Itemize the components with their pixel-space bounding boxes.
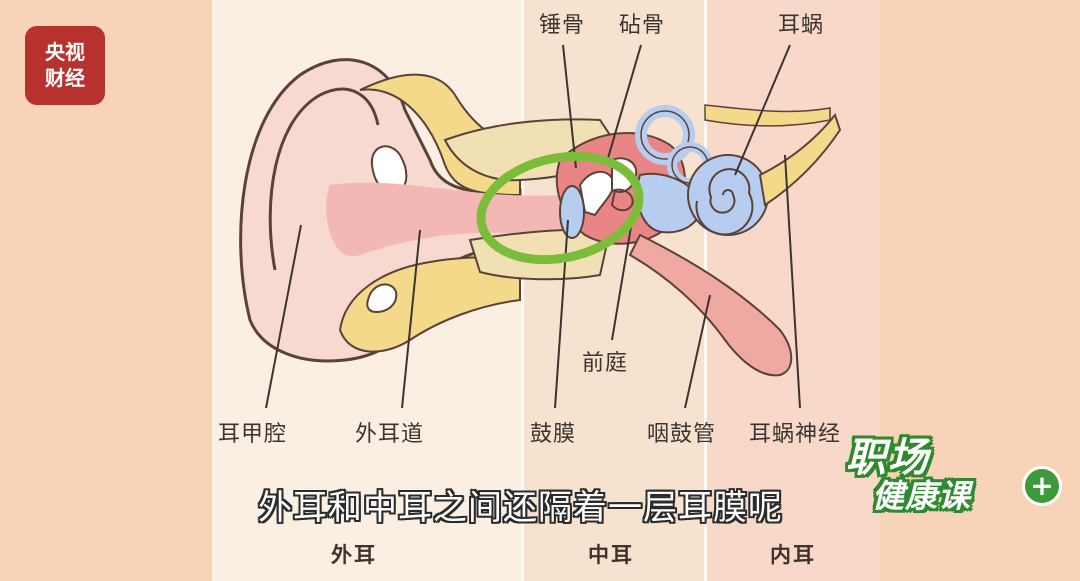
- cochlear-nerve-shape: [758, 112, 842, 207]
- show-logo-line1: 职场: [846, 435, 930, 481]
- stapes-bone: [610, 188, 634, 212]
- pinna-fold: [268, 87, 380, 271]
- ear-canal-shape: [326, 182, 580, 257]
- leader-lines: [265, 44, 801, 409]
- label-eardrum: 鼓膜: [530, 422, 577, 447]
- middle-ear-zone: [522, 0, 705, 581]
- zone-divider: [521, 0, 524, 581]
- subtitle-caption: 外耳和中耳之间还隔着一层耳膜呢: [258, 488, 783, 528]
- cochlea-shape: [687, 154, 769, 236]
- label-ear-canal: 外耳道: [355, 422, 425, 447]
- broadcaster-logo-line1: 央视: [45, 40, 85, 64]
- label-malleus: 锤骨: [539, 13, 586, 38]
- label-cochlear-nerve: 耳蜗神经: [749, 422, 842, 447]
- eardrum-shape: [559, 185, 585, 239]
- show-logo-line2: 健康课: [872, 477, 972, 515]
- broadcaster-logo: 央视 财经: [25, 26, 105, 105]
- label-cochlea: 耳蜗: [778, 13, 825, 38]
- nerve-fibers: [704, 104, 831, 127]
- cochlea-spiral: [695, 168, 754, 236]
- label-concha: 耳甲腔: [218, 422, 288, 447]
- highlight-circle: [476, 151, 644, 265]
- plus-icon: +: [1022, 466, 1062, 506]
- temporal-bone-lower: [468, 228, 612, 281]
- zone-label-middle: 中耳: [588, 543, 634, 567]
- show-logo: 职场 健康课 +: [838, 435, 1062, 528]
- zone-label-inner: 内耳: [770, 543, 816, 567]
- label-eustachian-tube: 咽鼓管: [647, 422, 717, 447]
- zone-label-outer: 外耳: [331, 543, 377, 567]
- eustachian-tube-shape: [628, 233, 793, 377]
- label-incus: 砧骨: [619, 13, 666, 38]
- broadcaster-logo-line2: 财经: [45, 66, 85, 90]
- label-vestibule: 前庭: [582, 351, 629, 376]
- cartilage-hole-lower: [366, 283, 398, 314]
